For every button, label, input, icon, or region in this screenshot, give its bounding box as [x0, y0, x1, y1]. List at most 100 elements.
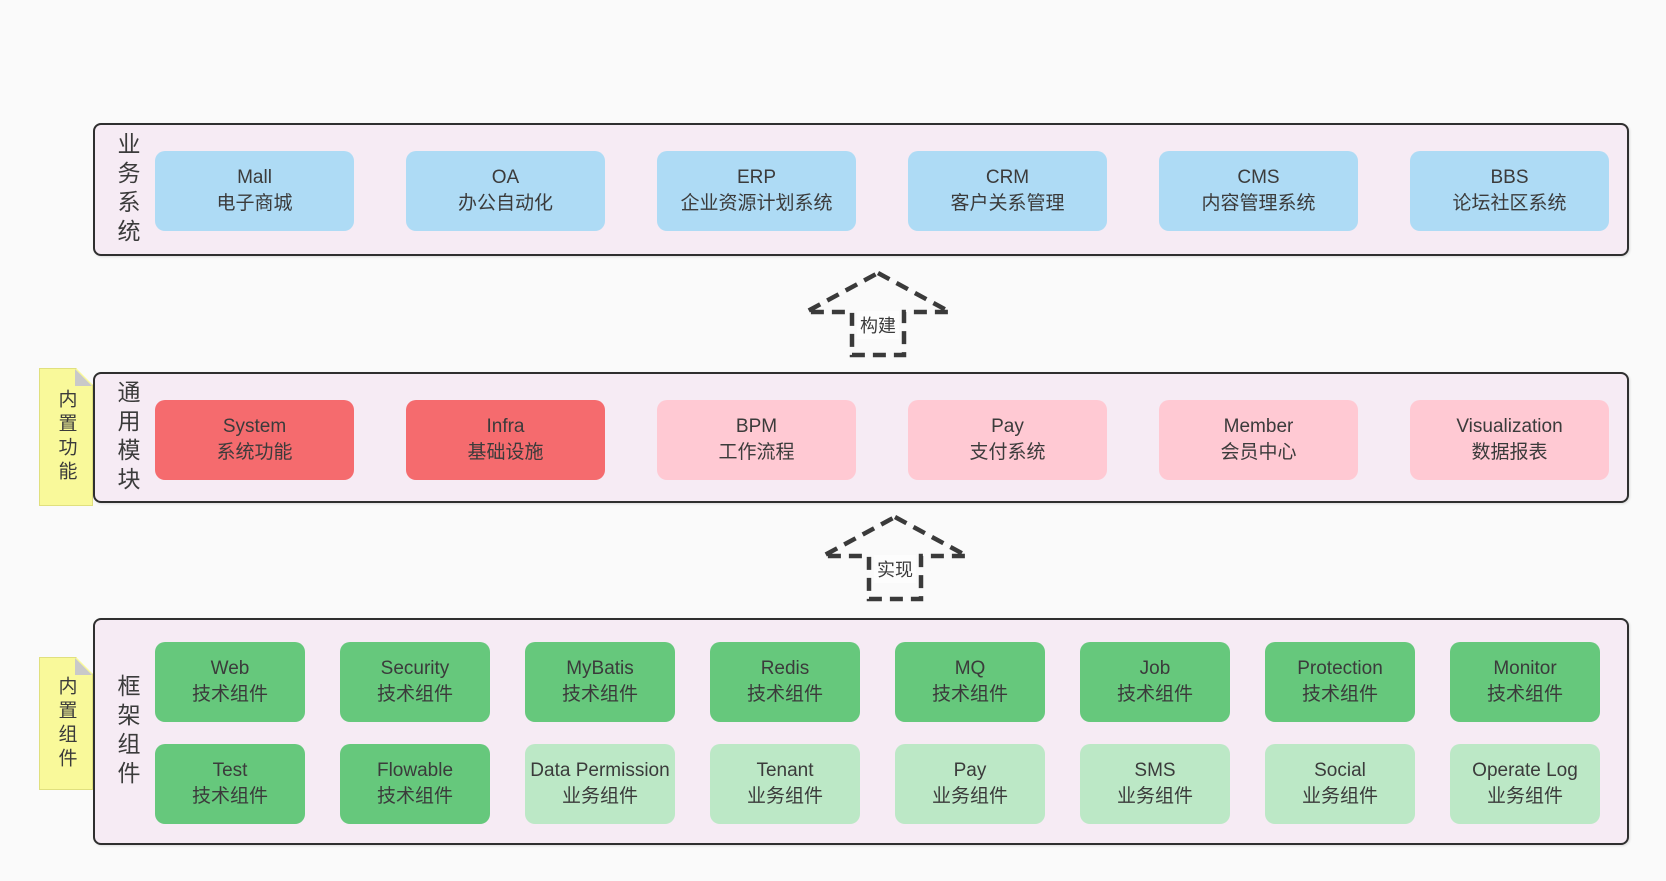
module-box-web: Web 技术组件 — [155, 642, 305, 722]
common-modules-panel: 通用模块 System 系统功能 Infra 基础设施 BPM 工作流程 Pay 支付系统 Me… — [93, 372, 1629, 503]
module-name-en: Social — [1314, 760, 1366, 781]
module-name-en: OA — [491, 167, 520, 188]
module-name-zh: 业务组件 — [746, 786, 823, 807]
module-name-zh: 会员中心 — [1220, 442, 1297, 463]
dashed-up-arrow-icon — [821, 514, 969, 602]
module-box-crm: CRM 客户关系管理 — [908, 151, 1107, 231]
business-systems-grid: Mall 电子商城 OA 办公自动化 ERP 企业资源计划系统 CRM 客户关系管理 CMS 内容… — [155, 151, 1609, 231]
module-name-en: Mall — [237, 167, 272, 188]
module-name-en: SMS — [1134, 760, 1176, 781]
module-name-zh: 技术组件 — [191, 786, 268, 807]
module-name-en: BPM — [735, 416, 778, 437]
module-box-pay: Pay 支付系统 — [908, 400, 1107, 480]
module-box-oa: OA 办公自动化 — [406, 151, 605, 231]
module-box-cms: CMS 内容管理系统 — [1159, 151, 1358, 231]
sticky-note-builtin-components: 内置组件 — [39, 657, 93, 790]
module-box-infra: Infra 基础设施 — [406, 400, 605, 480]
dashed-up-arrow-icon — [804, 270, 952, 358]
sticky-note-label: 内置功能 — [55, 389, 77, 485]
module-box-visualization: Visualization 数据报表 — [1410, 400, 1609, 480]
module-name-zh: 客户关系管理 — [950, 193, 1065, 214]
module-name-en: Pay — [953, 760, 987, 781]
business-systems-panel: 业务系统 Mall 电子商城 OA 办公自动化 ERP 企业资源计划系统 CRM 客户关系管理… — [93, 123, 1629, 256]
arrow-label-build: 构建 — [857, 311, 899, 339]
module-name-en: Protection — [1297, 658, 1383, 679]
module-name-en: Redis — [760, 658, 810, 679]
module-name-en: Data Permission — [530, 760, 670, 781]
module-name-zh: 论坛社区系统 — [1452, 193, 1567, 214]
module-box-bpm: BPM 工作流程 — [657, 400, 856, 480]
module-name-en: ERP — [736, 167, 777, 188]
module-name-en: Operate Log — [1472, 760, 1578, 781]
module-name-en: Infra — [486, 416, 525, 437]
module-name-zh: 业务组件 — [1301, 786, 1378, 807]
arrow-label-implement: 实现 — [874, 555, 916, 583]
module-box-sms: SMS 业务组件 — [1080, 744, 1230, 824]
module-name-zh: 内容管理系统 — [1201, 193, 1316, 214]
module-name-zh: 企业资源计划系统 — [680, 193, 833, 214]
module-name-en: System — [222, 416, 287, 437]
module-name-en: Flowable — [376, 760, 454, 781]
module-name-en: Visualization — [1456, 416, 1563, 437]
module-box-bbs: BBS 论坛社区系统 — [1410, 151, 1609, 231]
module-name-en: Job — [1139, 658, 1171, 679]
module-box-monitor: Monitor 技术组件 — [1450, 642, 1600, 722]
module-name-zh: 电子商城 — [216, 193, 293, 214]
module-name-zh: 技术组件 — [746, 684, 823, 705]
module-name-zh: 技术组件 — [191, 684, 268, 705]
module-name-zh: 工作流程 — [718, 442, 795, 463]
module-name-en: Member — [1223, 416, 1294, 437]
module-name-zh: 业务组件 — [561, 786, 638, 807]
module-box-erp: ERP 企业资源计划系统 — [657, 151, 856, 231]
module-box-protection: Protection 技术组件 — [1265, 642, 1415, 722]
module-name-en: Monitor — [1493, 658, 1557, 679]
module-name-zh: 技术组件 — [931, 684, 1008, 705]
module-name-zh: 业务组件 — [1486, 786, 1563, 807]
module-name-zh: 数据报表 — [1471, 442, 1548, 463]
build-arrow-icon: 构建 — [803, 270, 953, 358]
module-name-en: Security — [380, 658, 450, 679]
module-box-tenant: Tenant 业务组件 — [710, 744, 860, 824]
module-name-zh: 基础设施 — [467, 442, 544, 463]
module-name-en: Web — [210, 658, 250, 679]
module-name-en: MyBatis — [566, 658, 634, 679]
module-name-zh: 办公自动化 — [457, 193, 553, 214]
module-name-en: CRM — [985, 167, 1030, 188]
module-box-security: Security 技术组件 — [340, 642, 490, 722]
module-box-pay: Pay 业务组件 — [895, 744, 1045, 824]
module-box-operate-log: Operate Log 业务组件 — [1450, 744, 1600, 824]
module-name-en: Pay — [991, 416, 1024, 437]
module-name-en: BBS — [1490, 167, 1529, 188]
module-box-test: Test 技术组件 — [155, 744, 305, 824]
module-box-mall: Mall 电子商城 — [155, 151, 354, 231]
module-name-en: Test — [212, 760, 248, 781]
sticky-note-builtin-features: 内置功能 — [39, 368, 93, 506]
module-name-zh: 支付系统 — [969, 442, 1046, 463]
module-name-zh: 技术组件 — [376, 684, 453, 705]
module-name-zh: 技术组件 — [1301, 684, 1378, 705]
implement-arrow-icon: 实现 — [820, 514, 970, 602]
module-name-zh: 业务组件 — [931, 786, 1008, 807]
module-name-zh: 业务组件 — [1116, 786, 1193, 807]
panel-label-framework-components: 框架组件 — [114, 673, 140, 790]
module-name-en: Tenant — [756, 760, 814, 781]
module-box-flowable: Flowable 技术组件 — [340, 744, 490, 824]
module-box-social: Social 业务组件 — [1265, 744, 1415, 824]
module-box-data-permission: Data Permission 业务组件 — [525, 744, 675, 824]
panel-label-business-systems: 业务系统 — [114, 131, 140, 248]
module-name-zh: 技术组件 — [1486, 684, 1563, 705]
module-name-en: CMS — [1237, 167, 1280, 188]
module-name-zh: 技术组件 — [1116, 684, 1193, 705]
module-name-zh: 技术组件 — [376, 786, 453, 807]
module-name-zh: 系统功能 — [216, 442, 293, 463]
panel-label-common-modules: 通用模块 — [114, 379, 140, 496]
module-box-redis: Redis 技术组件 — [710, 642, 860, 722]
module-box-system: System 系统功能 — [155, 400, 354, 480]
common-modules-grid: System 系统功能 Infra 基础设施 BPM 工作流程 Pay 支付系统 Member 会… — [155, 400, 1609, 480]
sticky-note-label: 内置组件 — [55, 675, 77, 772]
